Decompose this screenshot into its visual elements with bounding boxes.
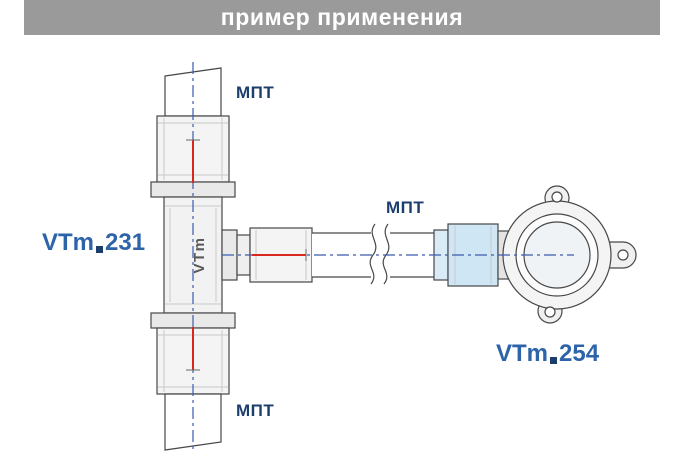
vtm231-model: 231: [105, 229, 146, 256]
pipe-bottom: [164, 393, 222, 451]
square-dot-icon: [550, 357, 558, 364]
vtm231-brand: VTm: [42, 229, 95, 256]
figure-title-bar: пример применения: [24, 0, 660, 35]
vtm254-model: 254: [559, 340, 600, 367]
pipe-break-symbol: [369, 223, 390, 285]
vtm254-flange: [502, 200, 612, 310]
tee-body-engraving: VTm: [191, 236, 208, 273]
depth-tick-marks: [186, 139, 307, 371]
label-mpt-bottom: МПТ: [236, 401, 275, 420]
center-lines: [192, 62, 574, 450]
vtm254-brand: VTm: [496, 340, 549, 367]
vtm254-screw-holes: [544, 191, 629, 318]
label-vtm254: VTm 254: [496, 342, 599, 366]
insertion-depth-marks: [192, 140, 306, 370]
figure-title: пример применения: [220, 4, 464, 30]
label-mpt-top: МПТ: [236, 83, 275, 102]
label-vtm231: VTm 231: [42, 231, 145, 255]
square-dot-icon: [96, 246, 104, 253]
label-mpt-middle: МПТ: [386, 198, 425, 217]
vtm254-press-sleeve: [433, 223, 499, 287]
